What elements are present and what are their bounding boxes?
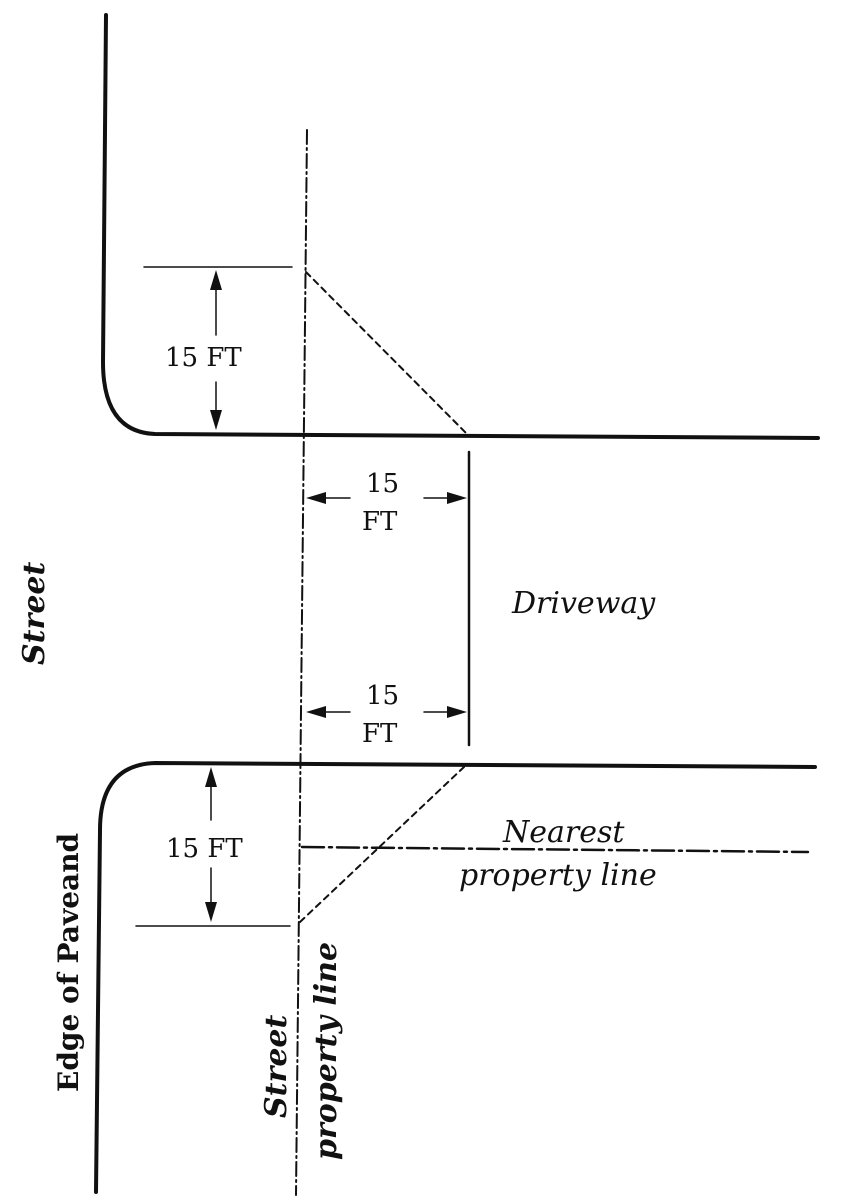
lower-vertical-dim-label: 15 FT [166, 834, 243, 864]
nearest-property-line [300, 845, 810, 854]
upper-pavement-edge [100, 13, 820, 440]
upper-h-dim-arrow-right [447, 492, 467, 504]
lower-dim-arrow-top [205, 767, 217, 787]
lower-pavement-edge [94, 760, 817, 1194]
upper-sight-line [305, 271, 468, 435]
upper-horizontal-dim-label-2: FT [362, 507, 398, 537]
upper-h-dim-arrow-left [306, 492, 326, 504]
lower-horizontal-dim-label-1: 15 [366, 681, 399, 711]
upper-vertical-dim-label: 15 FT [165, 343, 242, 373]
lower-sight-line [299, 766, 465, 923]
upper-horizontal-dim-label-1: 15 [366, 469, 399, 499]
driveway-label: Driveway [511, 586, 656, 621]
lower-dim-arrow-bottom [205, 902, 217, 922]
upper-dim-arrow-bottom [210, 410, 222, 430]
street-property-line-label-2: property line [309, 942, 344, 1160]
street-property-line [295, 129, 308, 1196]
nearest-property-line-label-1: Nearest [502, 815, 625, 850]
lower-h-dim-arrow-right [447, 706, 467, 718]
street-property-line-label-1: Street [259, 1014, 294, 1118]
upper-dim-arrow-top [210, 270, 222, 290]
edge-of-pavement-label: Edge of Paveand [52, 833, 85, 1092]
lower-horizontal-dim-label-2: FT [362, 719, 398, 749]
nearest-property-line-label-2: property line [459, 858, 657, 893]
lower-h-dim-arrow-left [306, 706, 326, 718]
street-label: Street [17, 561, 52, 665]
